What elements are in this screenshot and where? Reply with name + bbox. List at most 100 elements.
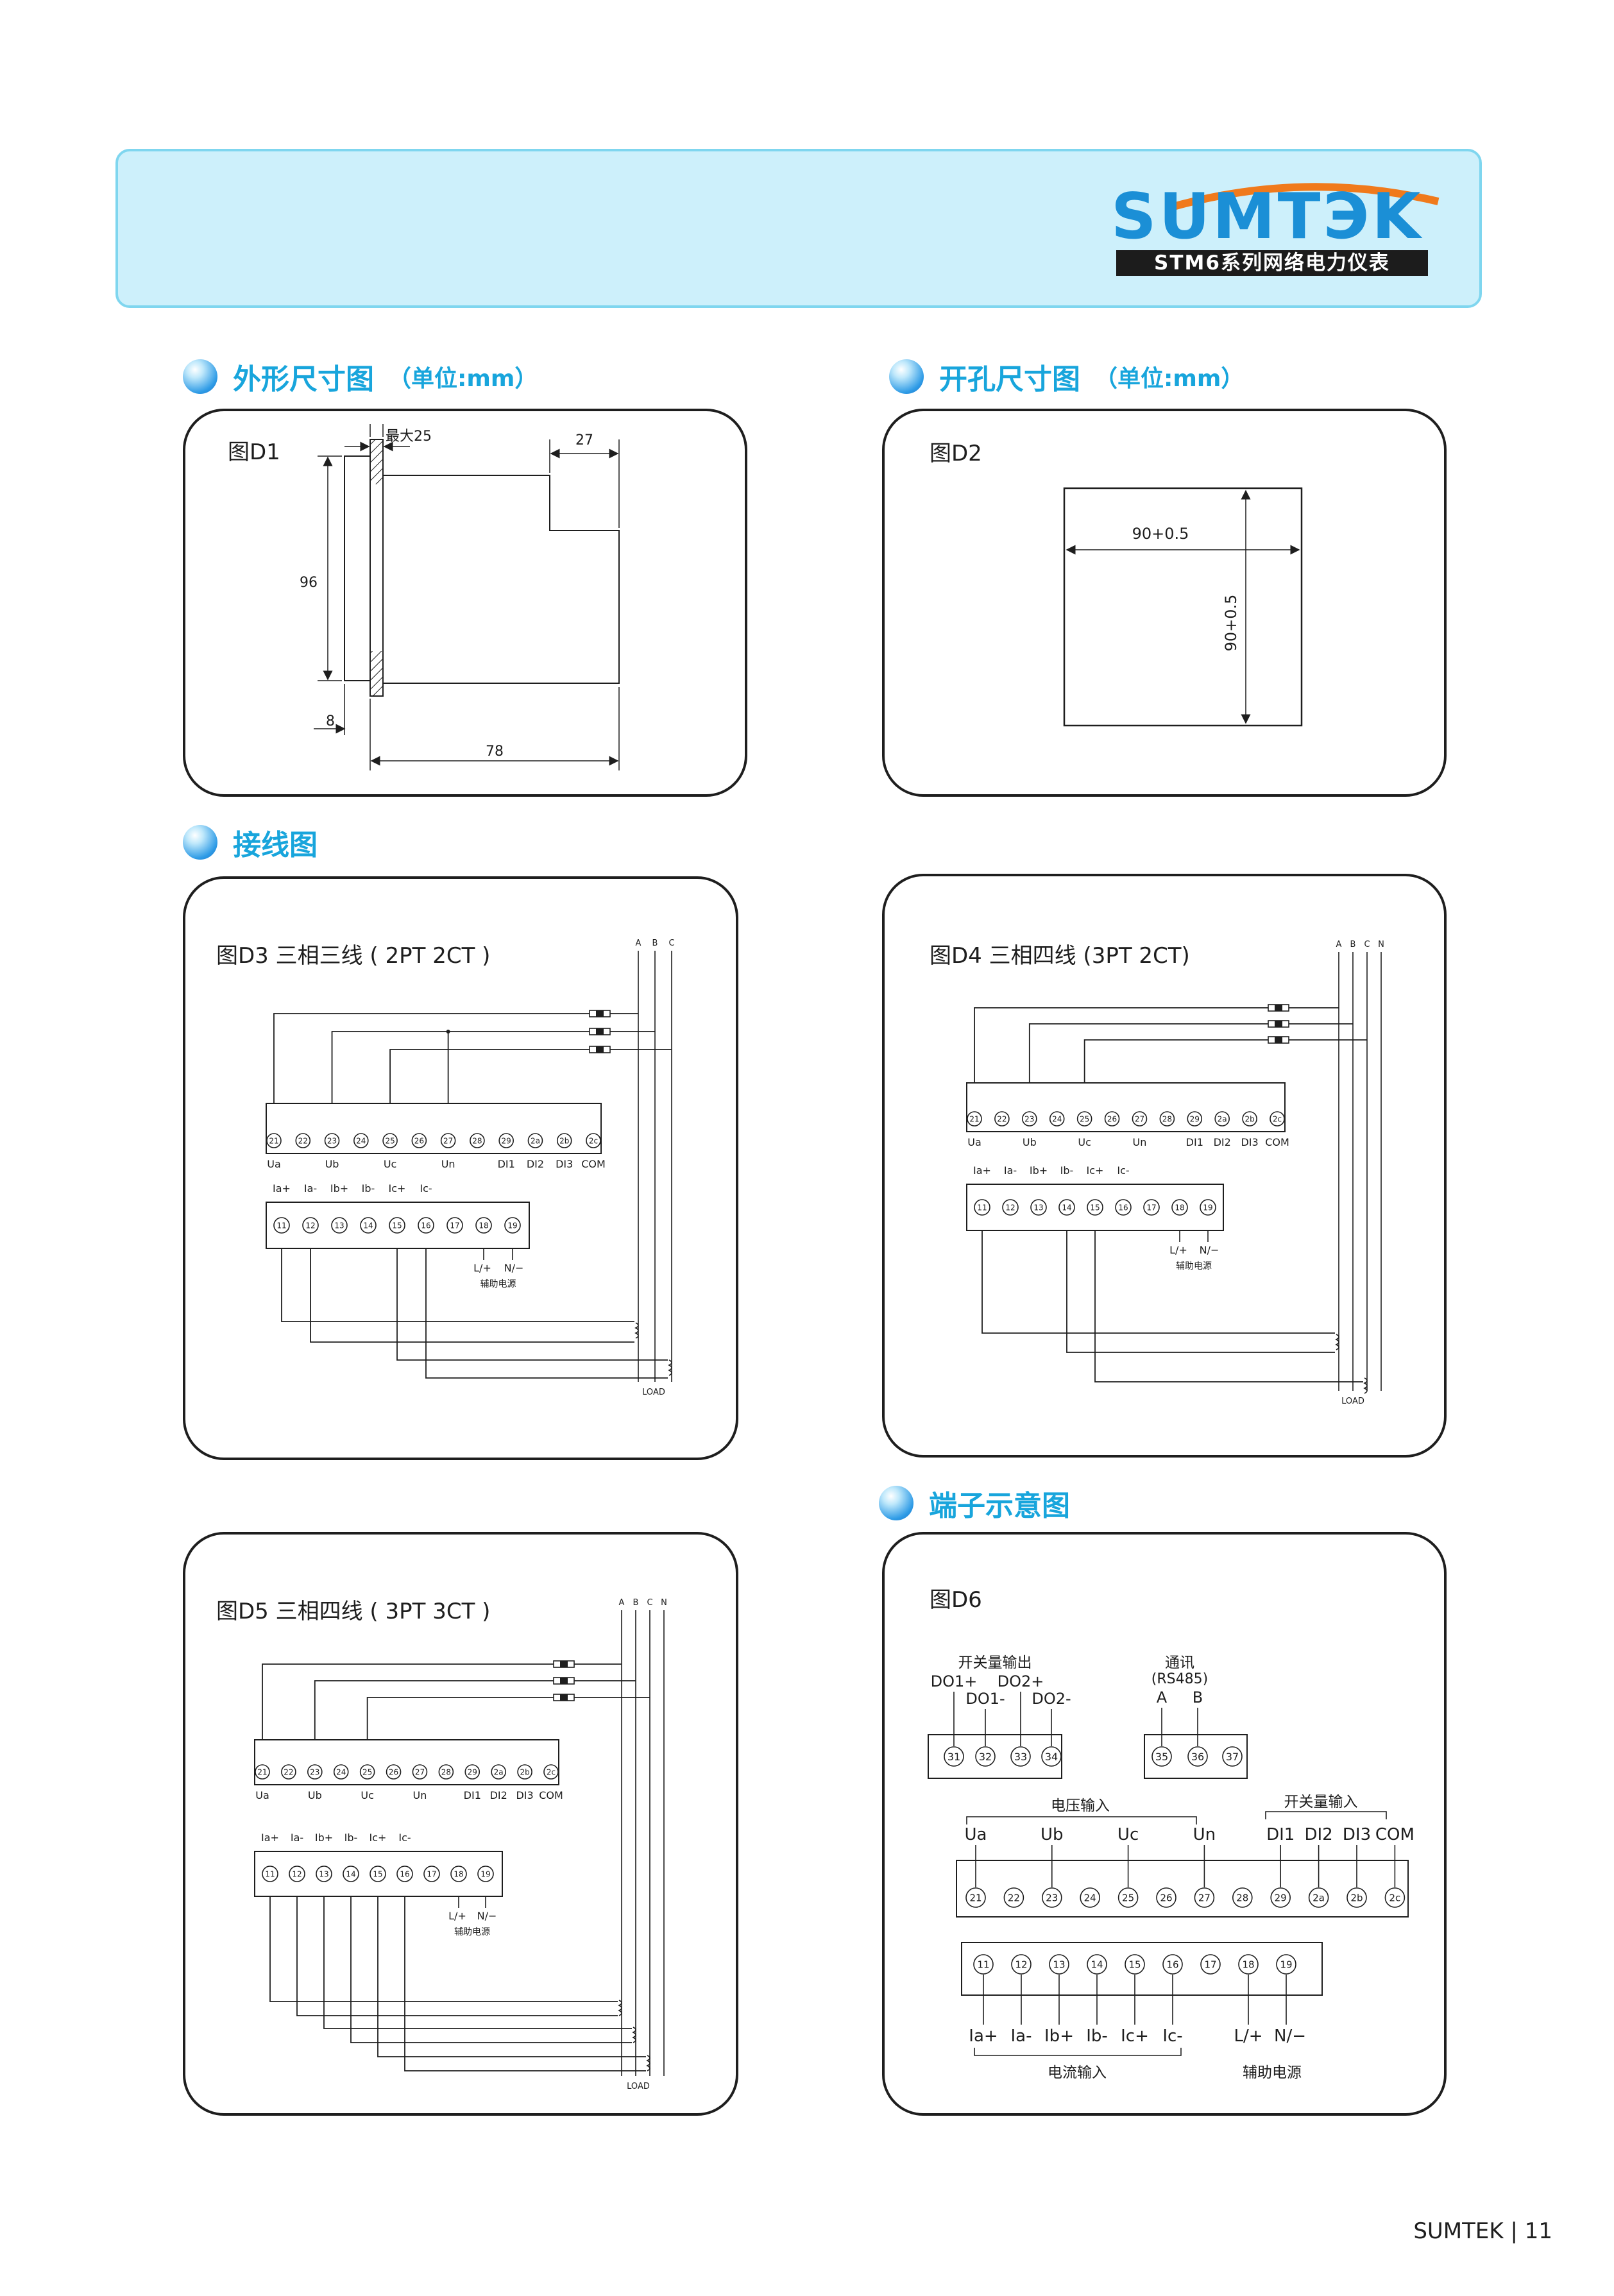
section-title: 外形尺寸图: [233, 363, 374, 396]
phase-label: A: [636, 939, 641, 948]
ct-coil-icon: [1363, 1377, 1368, 1394]
terminal-label: Ib-: [1086, 2027, 1108, 2046]
wire: [269, 1896, 618, 2002]
terminal-number: 26: [414, 1136, 424, 1145]
terminal-circle: [975, 1746, 996, 1767]
terminal-circle: [1080, 1887, 1101, 1908]
power-label: N/−: [1200, 1244, 1219, 1256]
current-in-title: 电流输入: [1048, 2064, 1107, 2081]
terminal-label: COM: [1265, 1136, 1289, 1148]
dim-max25: 最大25: [386, 429, 432, 445]
terminal-number: 2b: [520, 1767, 529, 1776]
figure-label: 图D3 三相三线 ( 2PT 2CT ): [216, 943, 491, 969]
terminal-circle: [1222, 1746, 1243, 1767]
aux-power-label: 辅助电源: [1176, 1261, 1212, 1271]
voltage-terminal-block: [266, 1103, 602, 1154]
terminal-circle: [464, 1764, 480, 1780]
terminal-circle: [1187, 1746, 1208, 1767]
terminal-number: 33: [1014, 1751, 1027, 1763]
terminal-label: Ua: [255, 1789, 269, 1801]
terminal-number: 22: [997, 1114, 1007, 1123]
wire: [389, 1049, 672, 1103]
bullet-icon: [879, 1486, 913, 1520]
terminal-number: 24: [356, 1136, 366, 1145]
terminal-circle: [353, 1133, 369, 1148]
terminal-circle: [1104, 1111, 1120, 1127]
comm-sub: (RS485): [1151, 1671, 1208, 1687]
wire: [366, 1697, 650, 1740]
terminal-number: 13: [1033, 1203, 1043, 1212]
terminal-label: Ib-: [344, 1832, 358, 1844]
terminal-label: Ib-: [362, 1182, 375, 1195]
voltage-terminal-block: [956, 1860, 1409, 1918]
wire: [296, 1896, 618, 2016]
terminal-circle: [324, 1133, 340, 1148]
terminal-circle: [440, 1133, 456, 1148]
ct-coil-icon: [618, 2000, 622, 2016]
terminal-number: 16: [1118, 1203, 1128, 1212]
terminal-number: 21: [969, 1892, 981, 1903]
ct-coil-icon: [1335, 1334, 1339, 1350]
terminal-label: Uc: [384, 1158, 397, 1170]
do-title: 开关量输出: [958, 1654, 1032, 1671]
section-terminals: 端子示意图: [879, 1481, 1070, 1526]
terminal-circle: [1200, 1954, 1221, 1975]
fuse-band: [1275, 1005, 1282, 1011]
terminal-number: 2a: [1312, 1892, 1325, 1903]
terminal-circle: [1159, 1111, 1175, 1127]
terminal-circle: [370, 1866, 386, 1882]
terminal-circle: [1143, 1199, 1160, 1216]
terminal-number: 17: [1204, 1959, 1216, 1970]
wire: [974, 2048, 1182, 2056]
terminal-number: 23: [1024, 1114, 1034, 1123]
phase-label: C: [1364, 940, 1370, 949]
power-label: L/+: [448, 1910, 466, 1922]
terminal-number: 14: [363, 1221, 373, 1230]
junction-dot: [446, 1030, 450, 1033]
terminal-circle: [1308, 1887, 1329, 1908]
load-label: LOAD: [627, 2082, 650, 2091]
terminal-circle: [1384, 1887, 1406, 1908]
terminal-number: 16: [400, 1869, 409, 1878]
terminal-label: Ib+: [1044, 2027, 1074, 2046]
wire: [281, 1248, 634, 1322]
terminal-label: Ic-: [420, 1182, 432, 1195]
figure-label: 图D4 三相四线 (3PT 2CT): [930, 943, 1190, 969]
phase-label: B: [633, 1598, 639, 1608]
terminal-number: 29: [1190, 1114, 1200, 1123]
terminal-circle: [316, 1866, 332, 1882]
terminal-circle: [527, 1133, 543, 1148]
terminal-label: DI1: [464, 1789, 481, 1801]
terminal-number: 11: [977, 1203, 987, 1212]
terminal-number: 21: [257, 1767, 267, 1776]
terminal-label: Ua: [267, 1158, 281, 1170]
terminal-number: 37: [1226, 1751, 1239, 1763]
terminal-circle: [517, 1764, 532, 1780]
wire: [310, 1248, 634, 1343]
terminal-circle: [498, 1133, 514, 1148]
cutout-drawing: 90+0.5 90+0.5: [1063, 487, 1303, 727]
wire: [425, 1248, 668, 1379]
terminal-number: 25: [362, 1767, 372, 1776]
terminal-circle: [262, 1866, 278, 1882]
terminal-label: Ic+: [1087, 1164, 1104, 1177]
dim-27: 27: [575, 432, 593, 448]
section-unit: （单位:mm）: [388, 366, 538, 392]
terminal-label: DI2: [1304, 1825, 1332, 1844]
terminal-number: 19: [1203, 1203, 1212, 1212]
dim-width: 90+0.5: [1132, 525, 1189, 543]
di-in-title: 开关量输入: [1284, 1794, 1358, 1810]
terminal-number: 27: [1198, 1892, 1210, 1903]
ct-coil-icon: [668, 1359, 672, 1376]
terminal-number: 28: [1162, 1114, 1172, 1123]
power-label: N/−: [504, 1262, 524, 1274]
terminal-circle: [944, 1746, 964, 1767]
outline-drawing: 96 8 78 最大25 27: [300, 424, 620, 770]
terminal-label: Ia+: [261, 1832, 279, 1844]
terminal-circle: [973, 1954, 994, 1975]
power-label: N/−: [1274, 2027, 1306, 2046]
wire: [1265, 1811, 1387, 1819]
